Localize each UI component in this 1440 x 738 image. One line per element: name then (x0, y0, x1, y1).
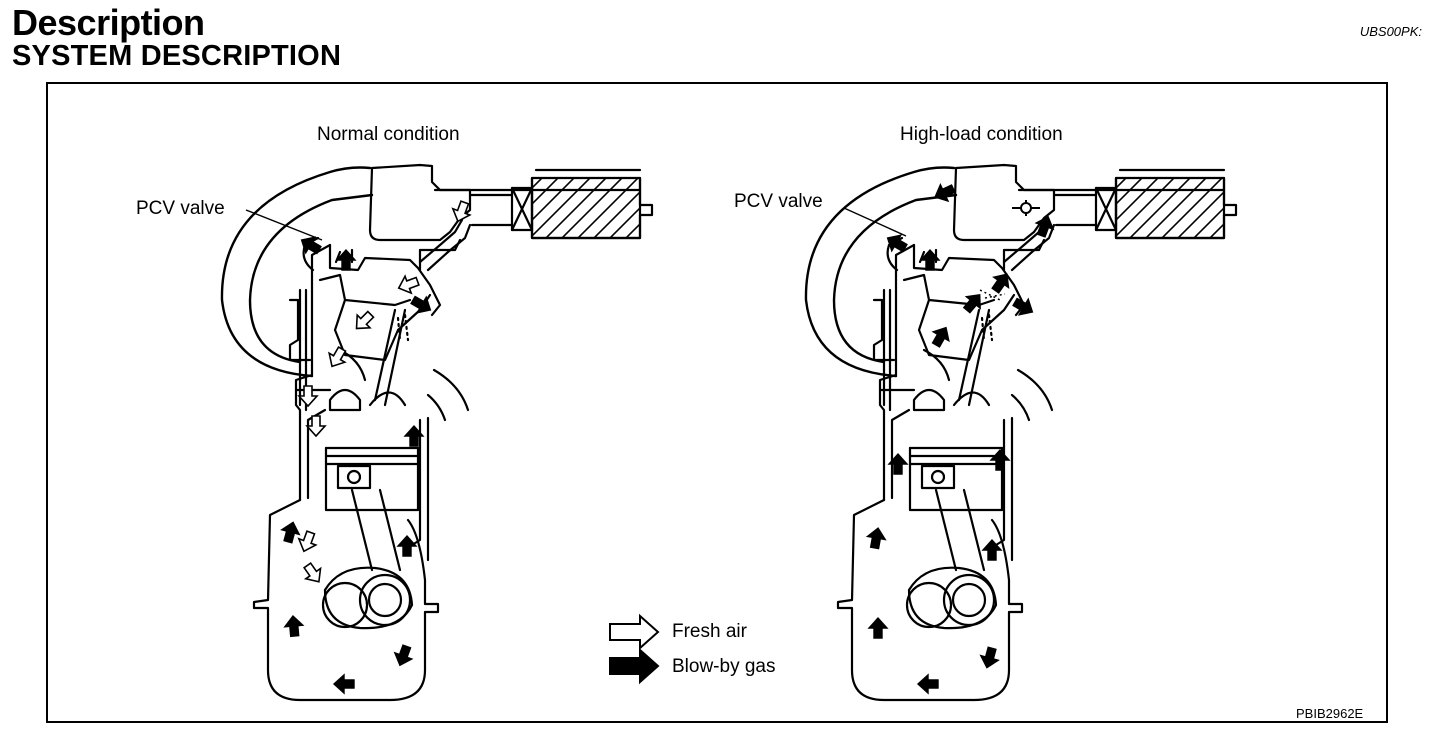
high-load-condition-title: High-load condition (900, 124, 1063, 145)
document-code: UBS00PK: (1359, 24, 1422, 39)
normal-condition-diagram (220, 163, 654, 702)
section-title: SYSTEM DESCRIPTION (12, 40, 342, 72)
legend-fresh-air-label: Fresh air (672, 621, 747, 642)
blow-by-gas-arrow-icon (609, 647, 660, 685)
diagram-frame (46, 82, 1388, 723)
fresh-air-arrow-icon (609, 613, 660, 651)
right-pcv-valve-label: PCV valve (734, 191, 823, 212)
page-title: Description (12, 2, 205, 43)
left-pcv-valve-label: PCV valve (136, 198, 225, 219)
normal-condition-title: Normal condition (317, 124, 460, 145)
legend-blow-by-gas-label: Blow-by gas (672, 656, 776, 677)
high-load-condition-diagram (804, 163, 1238, 702)
figure-code: PBIB2962E (1296, 706, 1364, 721)
